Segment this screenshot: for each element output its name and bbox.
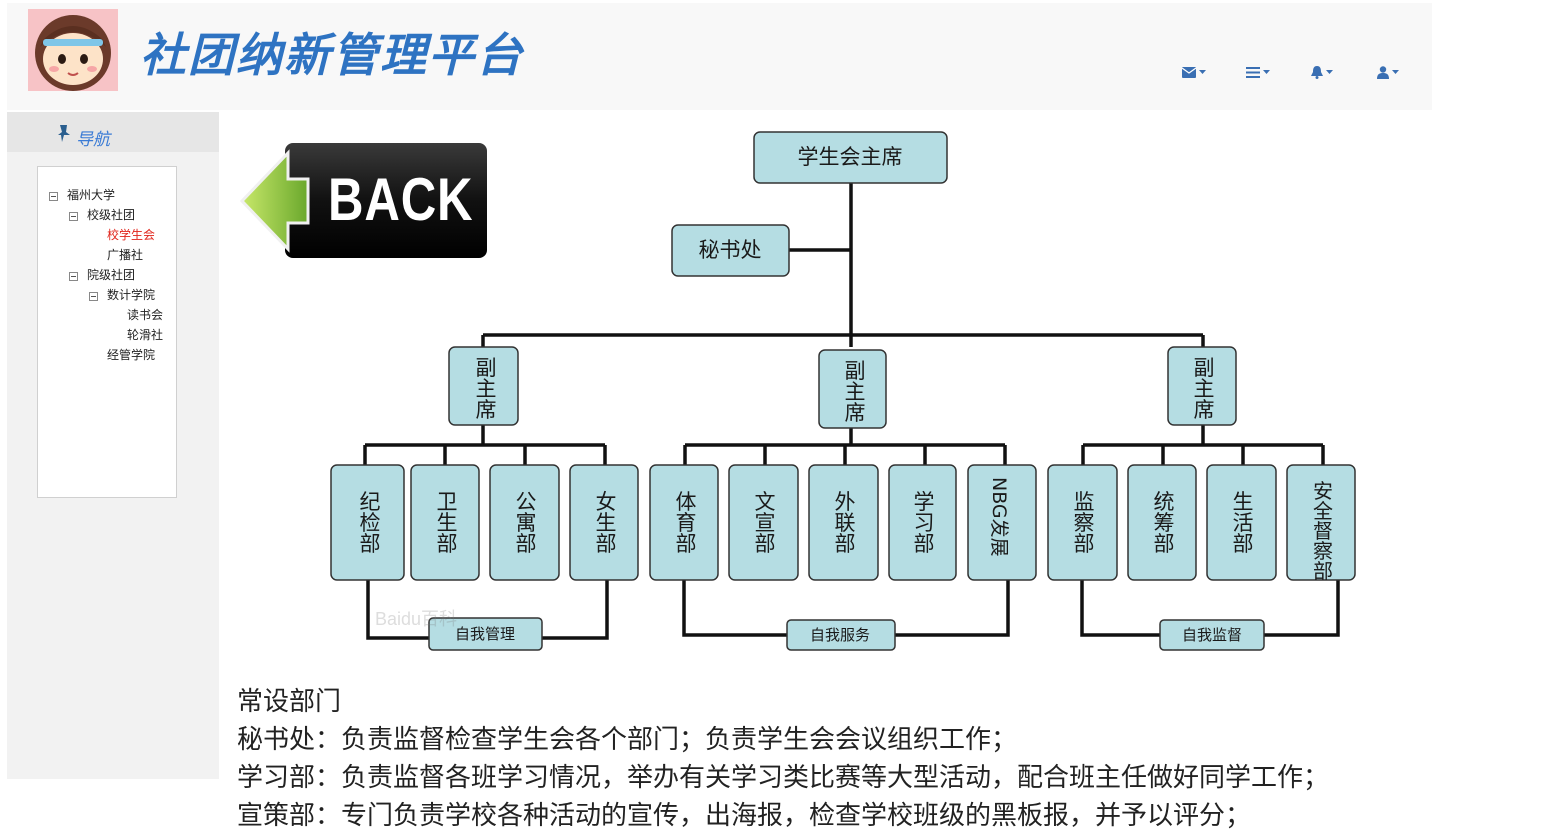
notifications-menu[interactable]	[1311, 63, 1351, 81]
collapse-icon[interactable]	[49, 192, 58, 201]
caret-down-icon	[1392, 70, 1399, 74]
info-heading: 常设部门	[237, 687, 342, 717]
nav-label: 导航	[76, 130, 110, 149]
group-label: 自我监督	[1182, 626, 1242, 644]
collapse-icon[interactable]	[89, 292, 98, 301]
dept-box: 外联部	[835, 490, 856, 556]
tree-node-student-union[interactable]: 校学生会	[107, 228, 156, 242]
messages-menu[interactable]	[1182, 63, 1222, 81]
dept-box: 安全督察部	[1313, 479, 1333, 583]
tree-node-skating-club[interactable]: 轮滑社	[127, 328, 164, 342]
caret-down-icon	[1199, 70, 1206, 74]
dept-box: 学习部	[914, 490, 935, 556]
org-tree: 福州大学 校级社团 校学生会 广播社 院级社团 数计学院 读书会 轮滑社 经管学…	[37, 166, 177, 498]
dept-box: 体育部	[676, 490, 697, 556]
back-label: BACK	[328, 166, 474, 233]
nav-header: 导航	[7, 112, 219, 152]
dept-box: NBG发展	[988, 477, 1010, 557]
top-header: 社团纳新管理平台	[7, 3, 1432, 110]
secretariat-box: 秘书处	[699, 238, 762, 262]
tree-node-fzu[interactable]: 福州大学	[67, 188, 116, 202]
dept-box: 公寓部	[516, 490, 537, 556]
tree-node-math-college[interactable]: 数计学院	[107, 288, 156, 302]
caret-down-icon	[1326, 70, 1333, 74]
info-line: 秘书处：负责监督检查学生会各个部门；负责学生会会议组织工作；	[237, 725, 1018, 755]
vice-chair-box: 副主席	[845, 359, 866, 425]
vice-chair-box: 副主席	[476, 356, 497, 422]
group-label: 自我服务	[810, 626, 870, 644]
collapse-icon[interactable]	[69, 212, 78, 221]
dept-box: 统筹部	[1154, 490, 1175, 556]
group-label: 自我管理	[455, 625, 515, 643]
baidu-watermark: Baidu百科	[375, 609, 458, 629]
dept-box: 卫生部	[437, 490, 458, 556]
sidebar: 导航 福州大学 校级社团 校学生会 广播社 院级社团 数计学院 读书会 轮滑社 …	[7, 112, 219, 779]
bell-icon	[1311, 65, 1323, 79]
dept-box: 监察部	[1074, 490, 1095, 556]
dept-box: 纪检部	[360, 490, 381, 556]
tree-node-econ-college[interactable]: 经管学院	[107, 348, 156, 362]
logo-avatar	[28, 9, 118, 91]
caret-down-icon	[1263, 70, 1270, 74]
collapse-icon[interactable]	[69, 272, 78, 281]
tree-node-college-level[interactable]: 院级社团	[87, 268, 136, 282]
pin-icon	[58, 125, 70, 142]
tree-node-school-level[interactable]: 校级社团	[87, 208, 136, 222]
user-menu[interactable]	[1377, 63, 1417, 81]
dept-box: 文宣部	[755, 490, 776, 556]
tree-node-reading-club[interactable]: 读书会	[127, 308, 164, 322]
back-button[interactable]	[239, 141, 490, 261]
envelope-icon	[1182, 66, 1196, 78]
department-info: 常设部门 秘书处：负责监督检查学生会各个部门；负责学生会会议组织工作； 学习部：…	[237, 683, 1537, 835]
site-title: 社团纳新管理平台	[140, 28, 524, 82]
org-chart: 学生会主席 秘书处 副主席 副主席 副主席 纪检部 卫生部 公寓部 女生部 体育…	[330, 131, 1356, 651]
vice-chair-box: 副主席	[1194, 356, 1215, 422]
chairman-box: 学生会主席	[798, 145, 903, 169]
list-icon	[1246, 66, 1260, 78]
tree-node-broadcast[interactable]: 广播社	[107, 248, 144, 262]
dept-box: 女生部	[596, 490, 617, 556]
tasks-menu[interactable]	[1246, 63, 1286, 81]
user-icon	[1377, 65, 1389, 79]
info-line: 宣策部：专门负责学校各种活动的宣传，出海报，检查学校班级的黑板报，并予以评分；	[237, 801, 1252, 831]
dept-box: 生活部	[1233, 490, 1254, 556]
back-arrow-icon	[239, 149, 310, 253]
info-line: 学习部：负责监督各班学习情况，举办有关学习类比赛等大型活动，配合班主任做好同学工…	[237, 763, 1330, 793]
